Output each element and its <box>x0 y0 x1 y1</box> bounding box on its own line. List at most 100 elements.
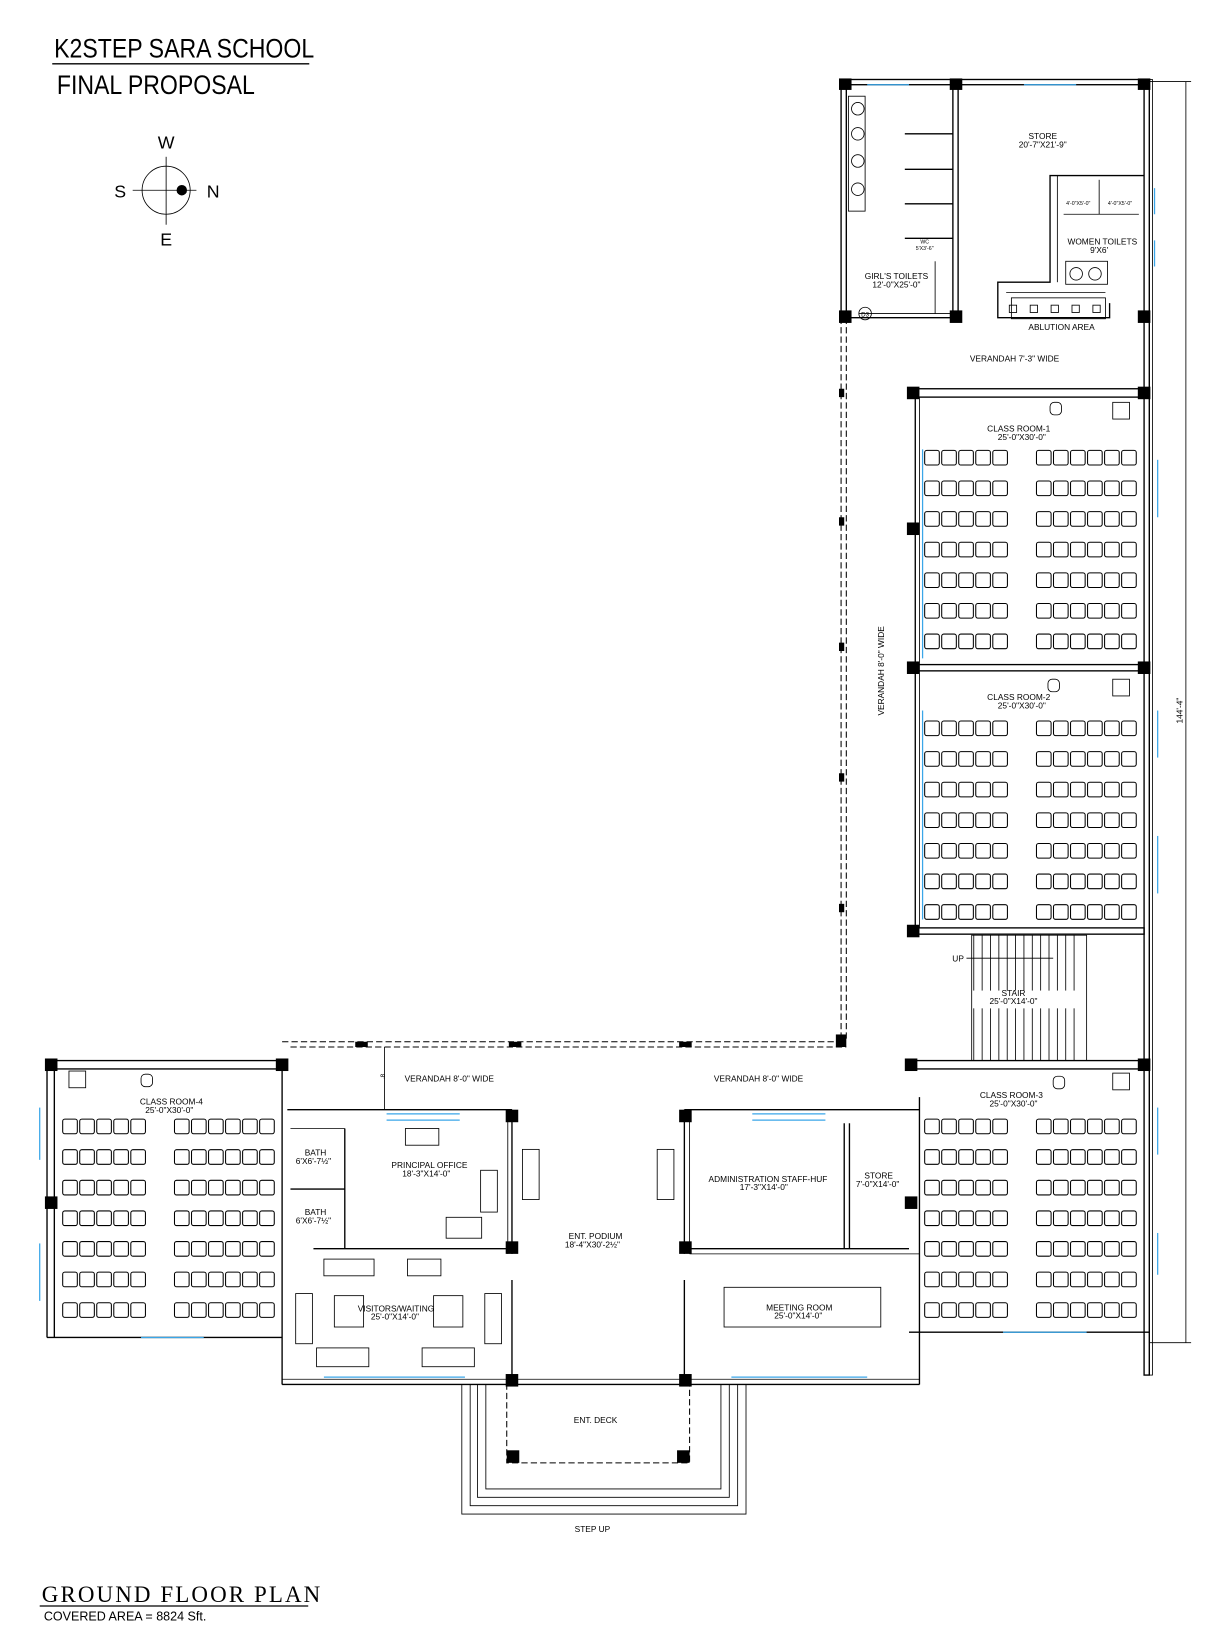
desk-icon <box>259 1118 275 1135</box>
desk-icon <box>1104 812 1120 829</box>
desk-icon <box>1035 511 1052 527</box>
desk-icon <box>1087 720 1103 737</box>
desk-icon <box>941 904 957 920</box>
desk-icon <box>208 1302 224 1318</box>
desk-icon <box>1035 1271 1052 1288</box>
desk-icon <box>941 541 957 558</box>
desk-icon <box>1052 720 1069 737</box>
desk-icon <box>924 812 940 829</box>
desk-icon <box>924 1179 940 1196</box>
desk-icon <box>1070 511 1086 527</box>
desk-icon <box>958 812 974 829</box>
desk-icon <box>941 812 957 829</box>
bath1-size: 6'X6'-7½" <box>296 1156 331 1166</box>
desk-icon <box>1070 842 1086 859</box>
girls-toilets-size: 12'-0"X25'-0" <box>872 279 920 289</box>
class2-label: CLASS ROOM-2 <box>987 692 1050 702</box>
deck-label: ENT. DECK <box>574 1415 618 1425</box>
desk-icon <box>975 511 991 527</box>
desk-icon <box>1121 633 1137 650</box>
desk-icon <box>958 1179 974 1196</box>
desk-icon <box>113 1179 129 1196</box>
desk-icon <box>96 1302 112 1318</box>
class3-label: CLASS ROOM-3 <box>980 1090 1043 1100</box>
desk-icon <box>130 1271 146 1288</box>
desk-icon <box>1121 812 1137 829</box>
desk-icon <box>958 480 974 497</box>
desk-icon <box>1035 480 1052 497</box>
desk-icon <box>1121 511 1137 527</box>
desk-icon <box>958 572 974 589</box>
desk-icon <box>941 1271 957 1288</box>
desk-icon <box>992 602 1008 619</box>
desk-icon <box>1121 1241 1137 1257</box>
desk-icon <box>1035 449 1052 466</box>
desk-icon <box>958 1241 974 1257</box>
admin-label: ADMINISTRATION STAFF-HUF <box>709 1174 828 1184</box>
desk-icon <box>992 1302 1008 1318</box>
desk-icon <box>173 1302 190 1318</box>
desk-icon <box>242 1271 258 1288</box>
desk-icon <box>96 1118 112 1135</box>
desk-icon <box>992 633 1008 650</box>
desk-icon <box>1052 1179 1069 1196</box>
desk-icon <box>62 1179 78 1196</box>
desk-icon <box>924 1118 940 1135</box>
desk-icon <box>992 1271 1008 1288</box>
desk-icon <box>975 873 991 890</box>
desk-icon <box>173 1210 190 1227</box>
desk-icon <box>62 1271 78 1288</box>
desk-icon <box>1035 602 1052 619</box>
desk-icon <box>62 1118 78 1135</box>
desk-icon <box>975 1241 991 1257</box>
desk-icon <box>992 511 1008 527</box>
desk-icon <box>1070 904 1086 920</box>
walls <box>39 78 1192 1515</box>
desk-icon <box>1104 842 1120 859</box>
desk-icon <box>1121 751 1137 767</box>
desk-icon <box>242 1210 258 1227</box>
desk-icon <box>1035 1118 1052 1135</box>
desk-icon <box>1035 1210 1052 1227</box>
desk-icon <box>975 633 991 650</box>
desk-icon <box>130 1241 146 1257</box>
desk-icon <box>1121 1302 1137 1318</box>
desk-icon <box>1121 873 1137 890</box>
desk-icon <box>992 781 1008 798</box>
desk-icon <box>113 1241 129 1257</box>
desk-icon <box>1087 541 1103 558</box>
desk-icon <box>1070 602 1086 619</box>
desk-icon <box>113 1271 129 1288</box>
meeting-label: MEETING ROOM <box>766 1302 832 1312</box>
desk-icon <box>1052 572 1069 589</box>
desk-icon <box>1052 751 1069 767</box>
desk-icon <box>1087 1210 1103 1227</box>
desk-icon <box>130 1302 146 1318</box>
desk-icon <box>975 480 991 497</box>
desk-icon <box>259 1179 275 1196</box>
desk-icon <box>1121 842 1137 859</box>
project-title: K2STEP SARA SCHOOL <box>54 34 314 64</box>
desk-icon <box>975 720 991 737</box>
compass-east: E <box>160 230 172 250</box>
desk-icon <box>1104 751 1120 767</box>
desk-icon <box>958 541 974 558</box>
desk-icon <box>1121 904 1137 920</box>
desk-icon <box>975 449 991 466</box>
desk-icon <box>958 904 974 920</box>
desk-icon <box>1052 633 1069 650</box>
desk-icon <box>208 1149 224 1165</box>
desk-icon <box>1087 1149 1103 1165</box>
desk-icon <box>941 1149 957 1165</box>
desk-icon <box>941 1241 957 1257</box>
desk-icon <box>1052 602 1069 619</box>
desk-icon <box>924 602 940 619</box>
desk-icon <box>130 1118 146 1135</box>
desk-icon <box>1121 1149 1137 1165</box>
desk-icon <box>79 1149 95 1165</box>
desk-icon <box>225 1241 241 1257</box>
desk-icon <box>190 1302 207 1318</box>
desk-icon <box>924 781 940 798</box>
stair-treads <box>973 935 1075 1061</box>
desk-icon <box>225 1118 241 1135</box>
